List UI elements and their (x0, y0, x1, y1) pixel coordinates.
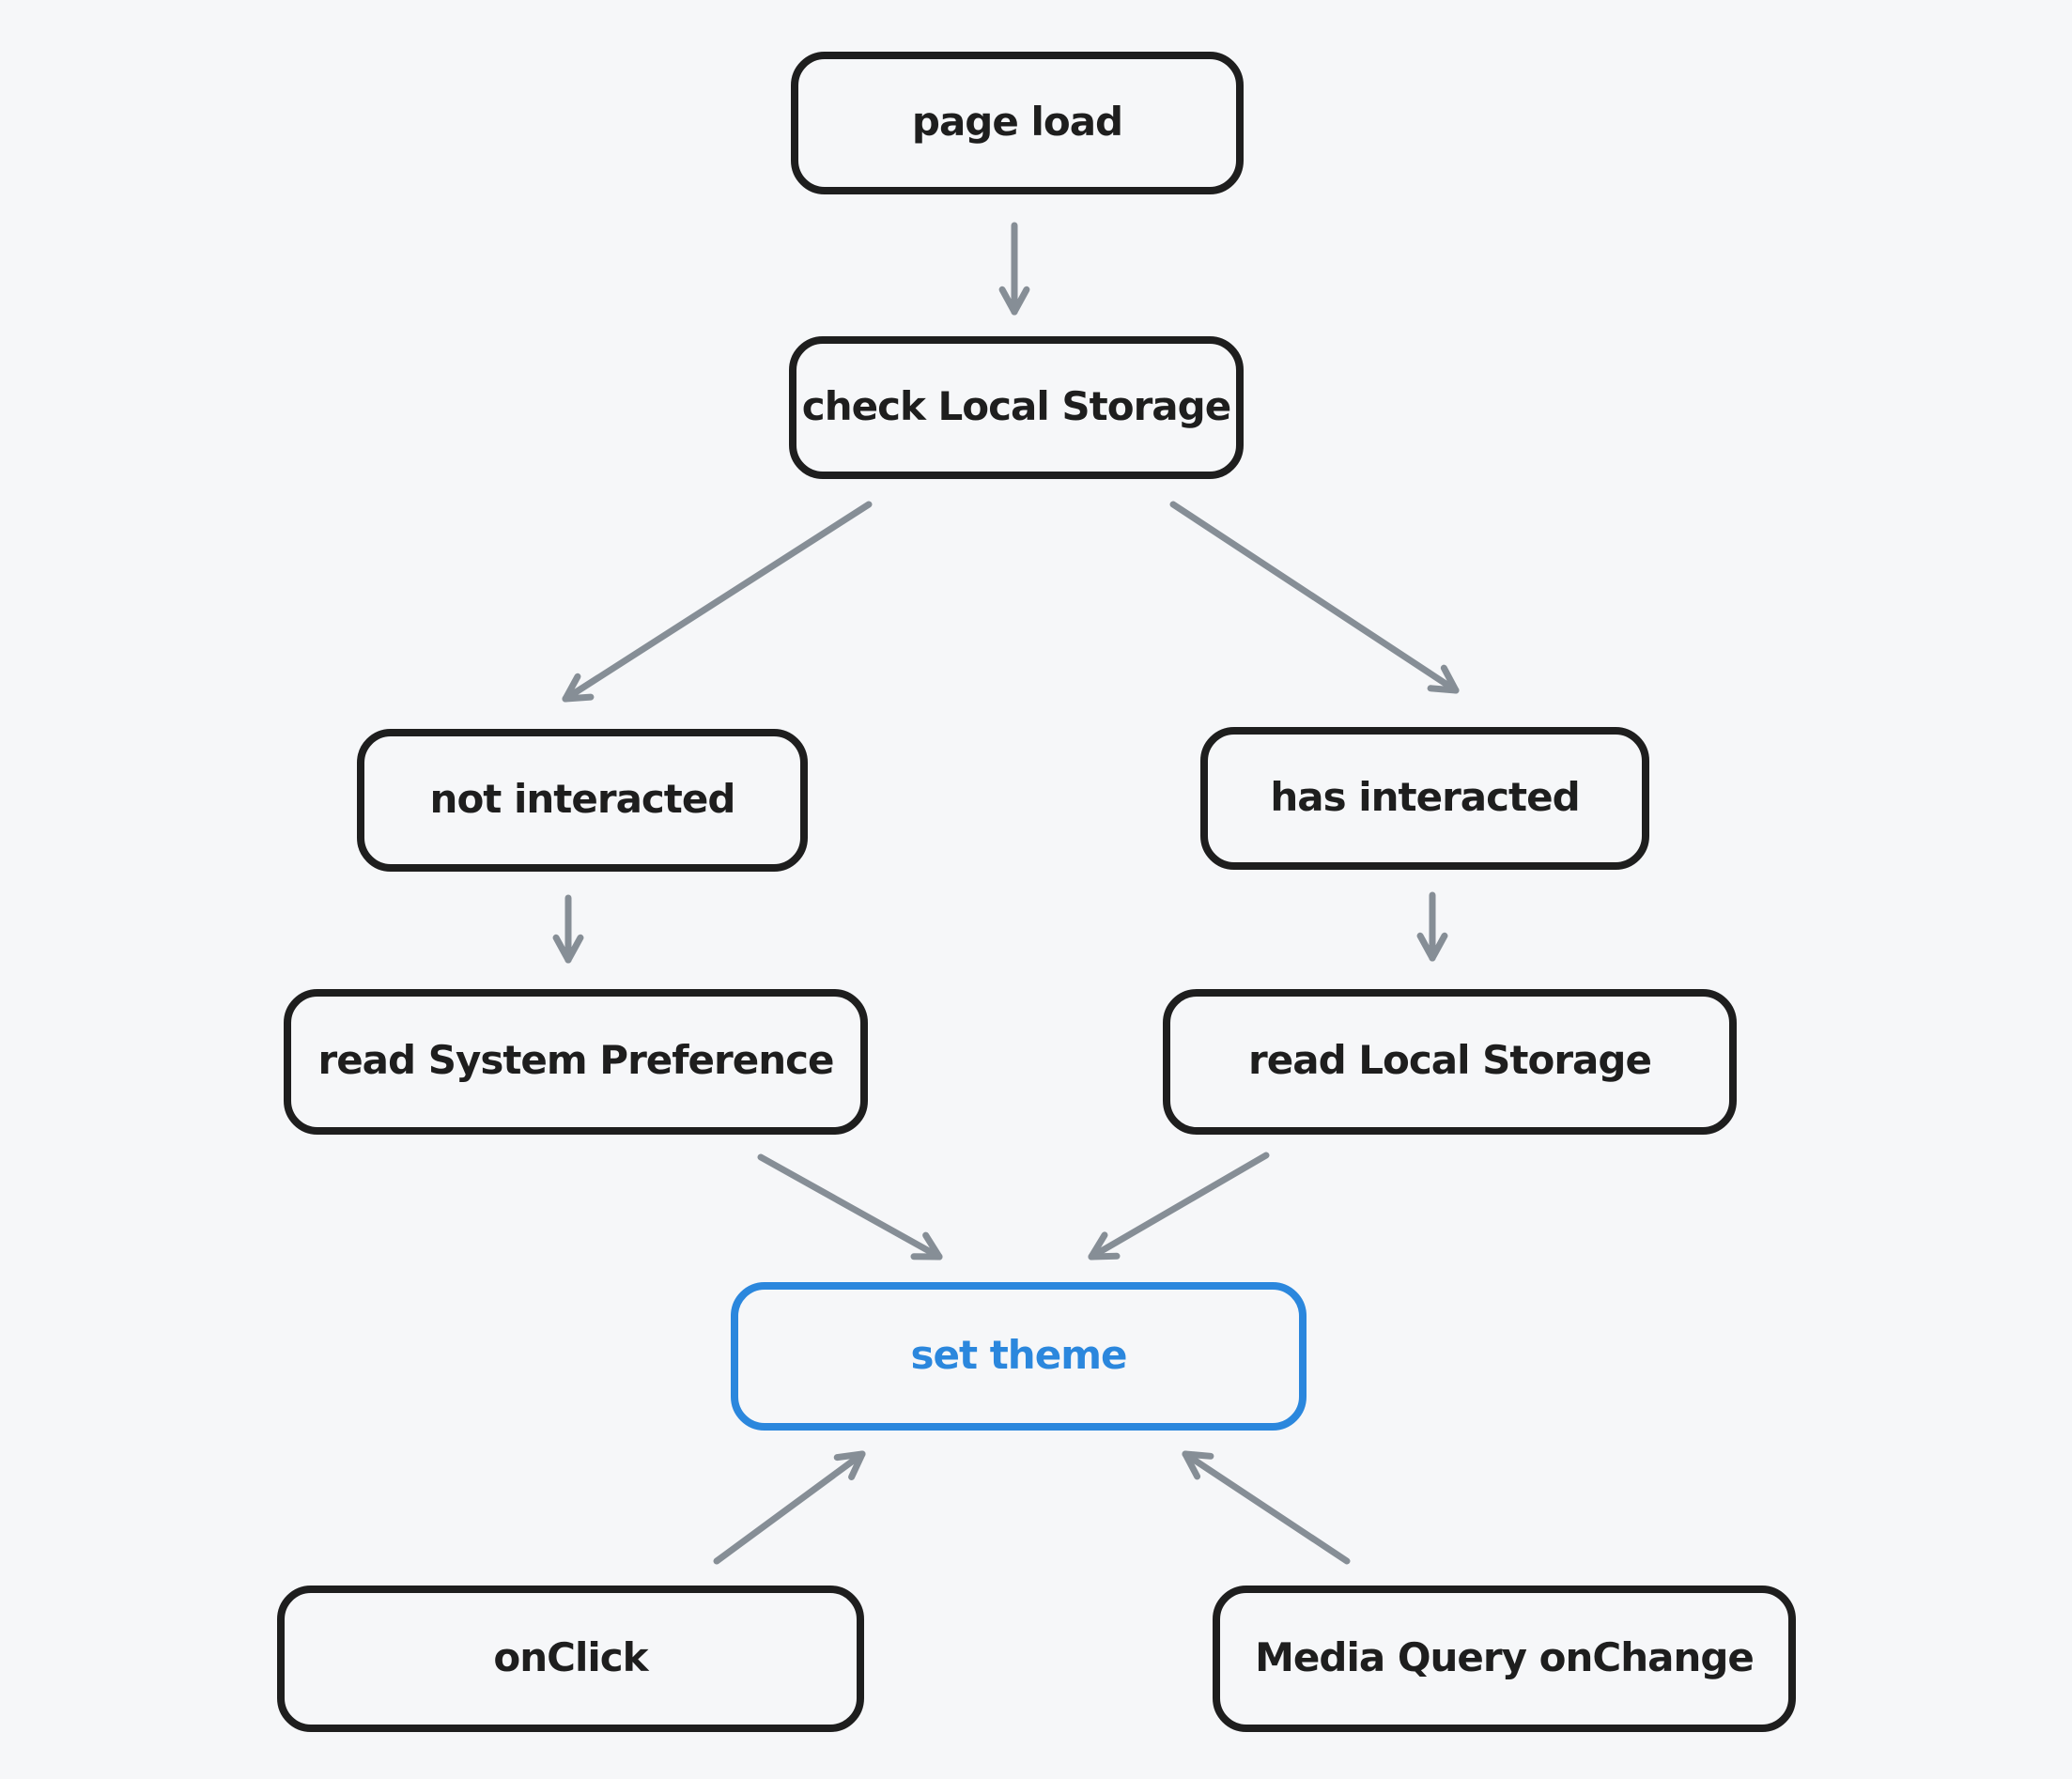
node-label: read Local Storage (1248, 1037, 1652, 1083)
arrowhead-icon (998, 286, 1018, 316)
node-label: has interacted (1270, 773, 1580, 820)
arrowhead-icon (922, 1231, 943, 1261)
arrowhead-icon (1182, 1450, 1201, 1480)
node-label: read System Preference (317, 1037, 834, 1083)
edge-onclick-to-set-theme (713, 1450, 866, 1565)
node-page-load: page load (791, 52, 1244, 194)
node-label: page load (911, 98, 1123, 145)
edge-read-local-storage-to-set-theme (1088, 1152, 1270, 1261)
node-check-local-storage: check Local Storage (789, 336, 1244, 479)
arrowhead-icon (1011, 286, 1030, 316)
edge-shaft (562, 501, 873, 703)
edge-check-local-storage-to-has-interacted (1169, 501, 1460, 694)
edge-read-system-preference-to-set-theme (757, 1153, 943, 1261)
node-onclick: onClick (277, 1586, 864, 1732)
edge-shaft (713, 1450, 866, 1565)
arrowhead-icon (1088, 1231, 1108, 1261)
arrowhead-icon (562, 693, 595, 703)
arrowhead-icon (1182, 1450, 1214, 1460)
edge-has-interacted-to-read-local-storage (1416, 891, 1448, 962)
arrowhead-icon (1088, 1252, 1121, 1261)
edge-shaft (757, 1153, 943, 1261)
node-media-query-onchange: Media Query onChange (1213, 1586, 1796, 1732)
edge-shaft (1088, 1152, 1270, 1261)
edge-shaft (1182, 1450, 1351, 1565)
edge-page-load-to-check-local-storage (998, 222, 1030, 316)
arrowhead-icon (1429, 932, 1448, 962)
arrowhead-icon (1427, 685, 1460, 694)
node-label: Media Query onChange (1255, 1633, 1755, 1680)
arrowhead-icon (552, 934, 572, 964)
node-read-system-preference: read System Preference (284, 989, 868, 1135)
node-set-theme: set theme (731, 1282, 1307, 1431)
arrowhead-icon (1440, 664, 1460, 694)
arrowhead-icon (833, 1450, 866, 1462)
edge-shaft (1169, 501, 1460, 694)
arrowhead-icon (564, 934, 584, 964)
arrowhead-icon (1416, 932, 1436, 962)
arrowhead-icon (848, 1450, 866, 1480)
node-label: check Local Storage (801, 382, 1231, 429)
node-label: not interacted (429, 775, 736, 822)
node-not-interacted: not interacted (357, 729, 808, 872)
edge-check-local-storage-to-not-interacted (562, 501, 873, 703)
edge-not-interacted-to-read-system-preference (552, 894, 584, 964)
node-has-interacted: has interacted (1200, 727, 1649, 870)
node-read-local-storage: read Local Storage (1163, 989, 1737, 1135)
edge-media-query-onchange-to-set-theme (1182, 1450, 1351, 1565)
node-label: onClick (493, 1633, 648, 1680)
arrowhead-icon (562, 673, 581, 703)
node-label: set theme (910, 1331, 1128, 1378)
